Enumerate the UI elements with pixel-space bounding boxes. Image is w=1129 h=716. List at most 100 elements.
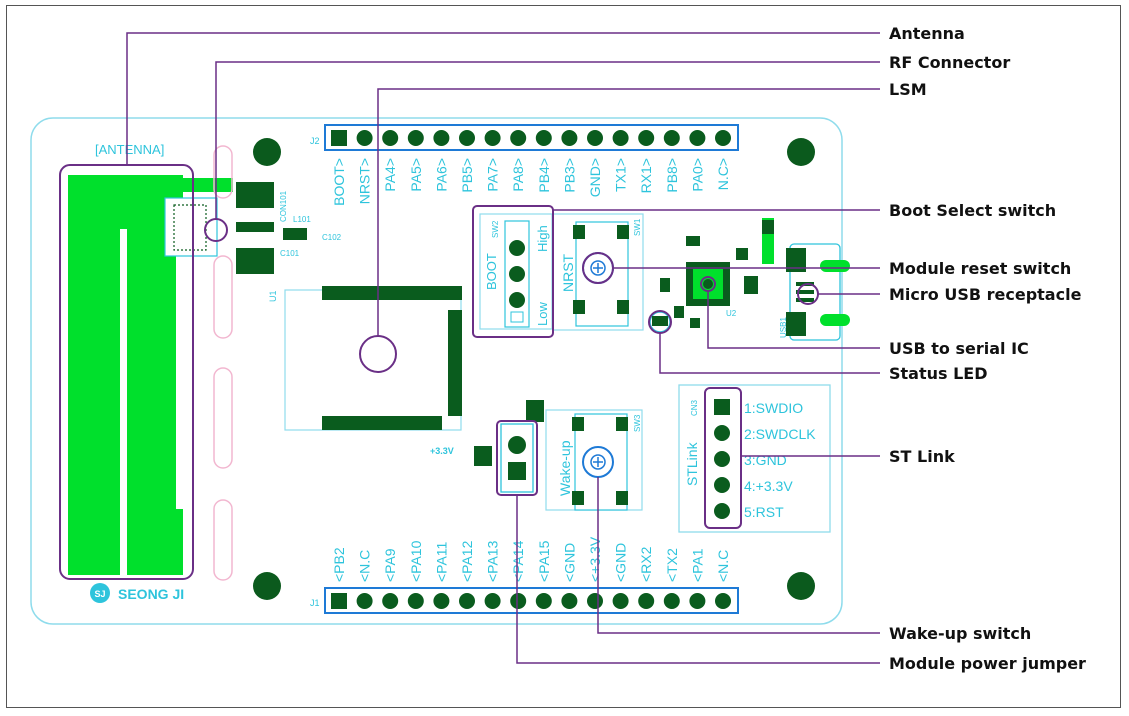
bottom-pin-pad (433, 593, 450, 609)
sw3-label: SW3 (633, 414, 642, 432)
brand-mark: SJ (94, 589, 105, 599)
micro-usb-receptacle (786, 243, 850, 341)
bottom-pin-label: <N.C (357, 550, 373, 582)
bottom-pin-pad (715, 593, 731, 609)
top-pin-pad (407, 130, 424, 146)
top-pin-pad (331, 130, 347, 146)
lsm-callout: LSM (889, 80, 927, 99)
mount-hole-top-left (253, 138, 281, 166)
boot-label: BOOT (484, 253, 499, 290)
sw1-label: SW1 (633, 218, 642, 236)
j1-header (324, 587, 739, 614)
boot-select-highlight (472, 205, 554, 338)
stlink-pin-label: 4:+3.3V (744, 478, 793, 494)
top-pin-pad (382, 130, 399, 146)
bottom-pin-label: <TX2 (664, 548, 680, 582)
bottom-pin-pad (510, 593, 527, 609)
stlink-pin-pad (714, 503, 730, 519)
stlink-pin-pad (714, 477, 730, 493)
st-link-callout: ST Link (889, 447, 955, 466)
micro-usb-callout: Micro USB receptacle (889, 285, 1082, 304)
j2-header (324, 124, 739, 151)
stlink-highlight (704, 387, 742, 529)
bottom-pin-label: <PA13 (485, 540, 501, 582)
top-pin-label: PA0> (689, 158, 705, 192)
nrst-label: NRST (560, 253, 576, 292)
top-pin-label: BOOT> (331, 158, 347, 206)
status-led-callout: Status LED (889, 364, 988, 383)
c102-label: C102 (322, 233, 342, 242)
power-jumper (474, 400, 544, 493)
stlink-pin-label: 5:RST (744, 504, 784, 520)
low-label: Low (535, 302, 550, 326)
bottom-pin-label: <PA10 (408, 540, 424, 582)
bottom-pin-pad (331, 593, 347, 609)
leader-lines (126, 32, 880, 664)
bottom-pin-label: <PA1 (689, 548, 705, 582)
bottom-pin-pad (638, 593, 655, 609)
bottom-pin-label: <PA15 (536, 540, 552, 582)
stlink-pin-label: 1:SWDIO (744, 400, 803, 416)
top-pin-pad (715, 130, 731, 146)
top-pin-label: PA5> (408, 158, 424, 192)
l101-label: L101 (293, 215, 311, 224)
con101-label: CON101 (279, 190, 288, 222)
top-pin-label: PA6> (433, 158, 449, 192)
top-pin-label: PB5> (459, 158, 475, 193)
usb1-label: USB1 (779, 317, 788, 338)
bottom-pin-pad (612, 593, 629, 609)
bottom-pin-label: <RX2 (638, 546, 654, 582)
antenna (68, 175, 233, 575)
top-pin-pad (663, 130, 680, 146)
bottom-pins: <PB2<N.C<PA9<PA10<PA11<PA12<PA13<PA14<PA… (331, 536, 731, 609)
stlink-outline (678, 384, 831, 533)
bottom-pin-pad (484, 593, 501, 609)
bottom-pin-label: <PA12 (459, 540, 475, 582)
top-pin-label: PB4> (536, 158, 552, 193)
pcb-outline (30, 117, 843, 625)
mount-hole-top-right (787, 138, 815, 166)
rf-connector (164, 182, 307, 274)
rf-connector-callout: RF Connector (889, 53, 1010, 72)
top-pin-pad (689, 130, 706, 146)
top-pin-pad (612, 130, 629, 146)
mount-hole-bottom-left (253, 572, 281, 600)
boot-select-switch (479, 213, 553, 330)
bottom-pin-label: <N.C (715, 550, 731, 582)
power-jumper-callout: Module power jumper (889, 654, 1086, 673)
j1-label: J1 (310, 598, 320, 608)
top-pin-label: GND> (587, 158, 603, 197)
sw2-label: SW2 (491, 220, 500, 238)
top-pin-label: PB3> (561, 158, 577, 193)
bottom-pin-label: <PB2 (331, 547, 347, 582)
top-pin-label: N.C> (715, 158, 731, 190)
callout-labels: Antenna RF Connector LSM Boot Select swi… (889, 24, 1086, 673)
bottom-pin-label: <GND (561, 543, 577, 582)
bottom-pin-label: <PA11 (433, 541, 449, 582)
lsm-module (284, 286, 462, 431)
bottom-pin-label: <+3.3V (587, 536, 603, 582)
stlink-pin-label: 3:GND (744, 452, 787, 468)
boot-select-callout: Boot Select switch (889, 201, 1056, 220)
top-pin-label: TX1> (613, 158, 629, 192)
top-pin-pad (356, 130, 373, 146)
top-pin-label: PA4> (382, 158, 398, 192)
status-led (649, 311, 671, 333)
top-pin-pad (638, 130, 655, 146)
high-label: High (535, 225, 550, 252)
bottom-pin-pad (689, 593, 706, 609)
figure-frame (6, 5, 1121, 708)
antenna-silk-label: [ANTENNA] (95, 142, 164, 157)
top-pin-pad (510, 130, 527, 146)
j2-label: J2 (310, 136, 320, 146)
bottom-pin-pad (587, 593, 603, 609)
top-pin-pad (484, 130, 501, 146)
top-pin-pad (459, 130, 475, 146)
top-pins: BOOT>NRST>PA4>PA5>PA6>PB5>PA7>PA8>PB4>PB… (331, 130, 731, 206)
bottom-pin-pad (459, 593, 475, 609)
stlink-pin-pad (714, 399, 730, 415)
bottom-pin-pad (535, 593, 552, 609)
module-reset-callout: Module reset switch (889, 259, 1071, 278)
stlink-pin-pad (714, 425, 730, 441)
mount-hole-bottom-right (787, 572, 815, 600)
